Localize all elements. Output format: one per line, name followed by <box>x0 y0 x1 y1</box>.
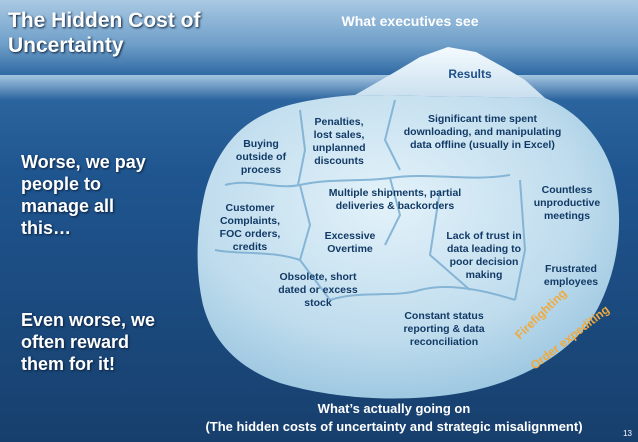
cell-constant-status: Constant status reporting & data reconci… <box>403 310 485 348</box>
cell-penalties: Penalties, lost sales, unplanned discoun… <box>312 116 366 167</box>
iceberg-body <box>197 95 620 399</box>
cell-countless-meetings: Countless unproductive meetings <box>533 184 601 222</box>
page-title: The Hidden Cost of Uncertainty <box>8 9 201 57</box>
crack-lines <box>214 99 527 301</box>
cell-lack-of-trust: Lack of trust in data leading to poor de… <box>446 230 522 281</box>
cell-multiple-shipments: Multiple shipments, partial deliveries &… <box>328 187 462 212</box>
cell-obsolete-stock: Obsolete, short dated or excess stock <box>278 271 358 309</box>
side-text-even-worse: Even worse, we often reward them for it! <box>21 310 156 374</box>
results-label: Results <box>448 67 492 81</box>
cell-customer-complaints: Customer Complaints, FOC orders, credits <box>219 202 281 253</box>
footer-subtitle: (The hidden costs of uncertainty and str… <box>205 419 583 434</box>
cell-significant-time: Significant time spent downloading, and … <box>403 113 562 151</box>
footer-title: What’s actually going on <box>317 401 471 416</box>
what-executives-see-label: What executives see <box>341 13 479 29</box>
page-number: 13 <box>623 429 632 438</box>
cell-excessive-overtime: Excessive Overtime <box>324 230 376 255</box>
cell-frustrated-employees: Frustrated employees <box>543 263 599 288</box>
iceberg-tip <box>355 47 545 98</box>
side-text-worse: Worse, we pay people to manage all this… <box>21 152 146 238</box>
cell-buying-outside: Buying outside of process <box>235 138 287 176</box>
